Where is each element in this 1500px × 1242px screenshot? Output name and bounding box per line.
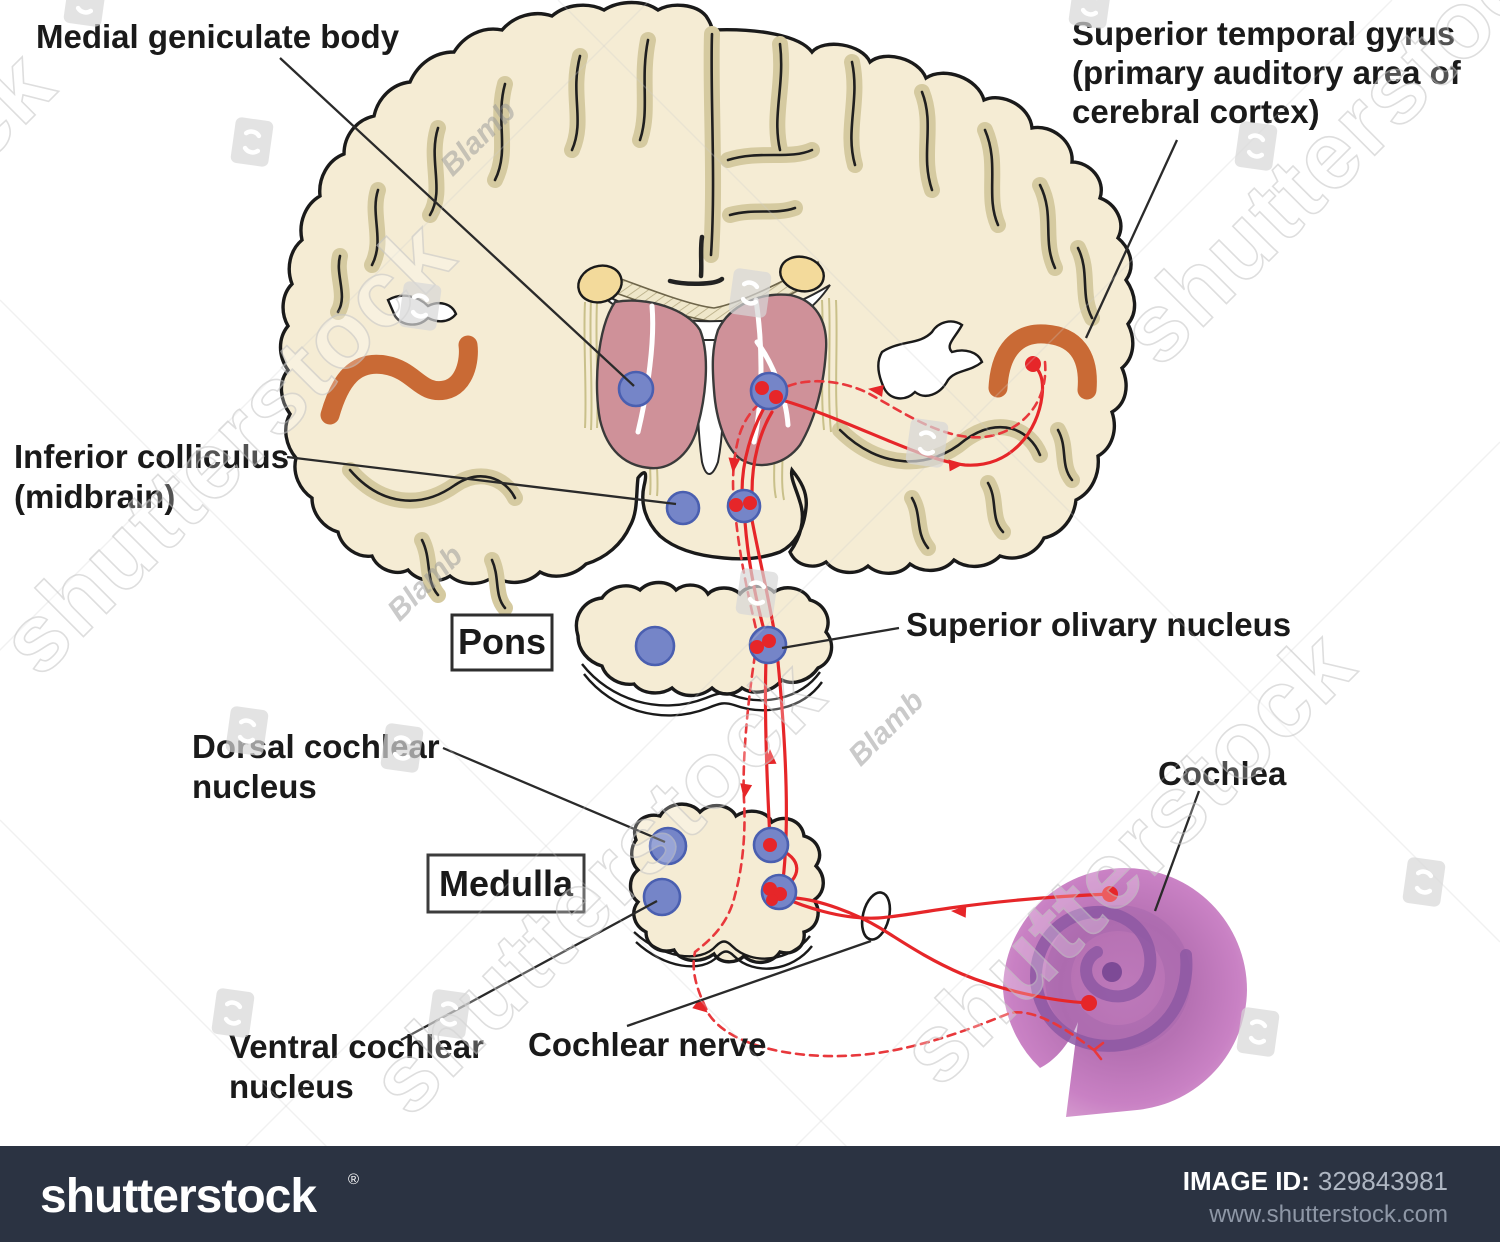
medulla-label-box xyxy=(426,853,586,914)
efferent-terminal-fork xyxy=(1092,1041,1105,1061)
cochlea-shape xyxy=(1003,868,1247,1117)
cochlea-spiral xyxy=(1030,905,1193,1052)
label-superior-olivary-nucleus: Superior olivary nucleus xyxy=(906,606,1291,643)
nuclei-markers xyxy=(617,356,1118,1011)
left-dorsal-cochlear-nucleus xyxy=(648,826,688,866)
leader-dorsal-cochlear xyxy=(442,746,666,844)
right-septal-nucleus xyxy=(779,255,825,293)
artist-watermark: Blamb xyxy=(842,684,930,772)
fornix xyxy=(667,234,725,286)
footer-website: www.shutterstock.com xyxy=(1208,1201,1448,1228)
pathway-mgb-ic-b xyxy=(750,410,774,494)
left-ventral-cochlear-nucleus xyxy=(642,877,682,917)
label-superior-temporal-gyrus-1: Superior temporal gyrus xyxy=(1072,15,1455,52)
pathway-cochlea-upper xyxy=(780,892,1112,920)
label-cochlea: Cochlea xyxy=(1158,755,1287,792)
footer-background xyxy=(0,1146,1500,1242)
leader-superior-temporal-gyrus xyxy=(1084,139,1179,339)
leader-medial-geniculate xyxy=(279,57,635,387)
pathway-cortex-branch xyxy=(780,363,1045,467)
pathway-pons-medulla-a xyxy=(763,658,772,842)
left-superior-olivary-nucleus xyxy=(634,625,676,667)
label-dorsal-cochlear-2: nucleus xyxy=(192,768,317,805)
footer-bar: shutterstock ® IMAGE ID: 329843981 www.sh… xyxy=(0,1146,1500,1242)
label-inferior-colliculus-2: (midbrain) xyxy=(14,478,175,515)
label-superior-temporal-gyrus-2: (primary auditory area of xyxy=(1072,54,1462,91)
pathway-descending-lower xyxy=(692,653,1096,1058)
pathway-mgb-ic-a xyxy=(740,406,766,494)
cochlea-center xyxy=(1102,962,1122,982)
registered-mark: ® xyxy=(348,1171,359,1188)
label-medulla: Medulla xyxy=(439,863,574,904)
left-septal-nucleus xyxy=(577,264,623,304)
left-inferior-colliculus xyxy=(665,490,701,526)
footer-logo-text: shutterstock xyxy=(40,1170,317,1223)
label-inferior-colliculus-1: Inferior colliculus xyxy=(14,438,289,475)
left-auditory-cortex-highlight xyxy=(320,335,478,425)
image-id-line: IMAGE ID: 329843981 xyxy=(1183,1166,1448,1196)
label-ventral-cochlear-2: nucleus xyxy=(229,1068,354,1105)
label-cochlear-nerve: Cochlear nerve xyxy=(528,1026,766,1063)
cochlear-nerve-oval xyxy=(860,891,892,941)
leader-cochlea xyxy=(1153,790,1201,912)
label-superior-temporal-gyrus-3: cerebral cortex) xyxy=(1072,93,1320,130)
label-pons: Pons xyxy=(458,621,546,662)
synapse-dots xyxy=(729,356,1118,1011)
pathway-pons-medulla-b xyxy=(776,660,788,890)
right-auditory-cortex-highlight xyxy=(988,324,1097,400)
leader-inferior-colliculus xyxy=(286,455,677,506)
image-id-value: 329843981 xyxy=(1318,1166,1448,1196)
leader-superior-olivary xyxy=(781,626,900,650)
right-lateral-fissure xyxy=(877,320,984,400)
pons-label-box xyxy=(450,613,554,672)
pathway-cochlea-lower xyxy=(793,896,1091,1005)
image-id-label: IMAGE ID: xyxy=(1183,1166,1310,1196)
leader-cochlear-nerve xyxy=(626,939,872,1028)
leader-lines xyxy=(279,57,1201,1042)
